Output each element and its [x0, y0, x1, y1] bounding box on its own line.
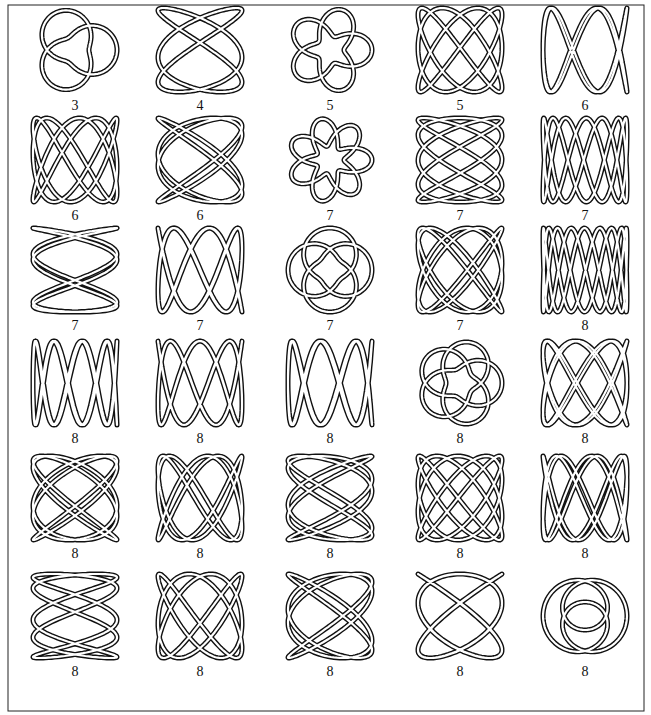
- knot-tube-core: [422, 342, 502, 424]
- knot-tube: [293, 9, 372, 90]
- knot-tube: [543, 456, 627, 540]
- crossing-number: 8: [72, 664, 79, 680]
- knot-tube: [543, 118, 627, 202]
- knot-tube-core: [158, 341, 242, 425]
- knot-tube: [422, 342, 502, 424]
- knot-tube: [158, 341, 242, 425]
- crossing-number: 7: [457, 208, 464, 224]
- crossing-number: 8: [72, 546, 79, 562]
- knot-tube: [158, 118, 242, 202]
- knot-tube-core: [33, 456, 117, 540]
- knot-tube: [543, 228, 627, 312]
- knot-tube: [288, 341, 372, 425]
- knot-tube: [158, 8, 242, 92]
- knot-tube-core: [418, 574, 502, 658]
- knot-tube: [288, 574, 372, 658]
- knot-tube-core: [288, 456, 372, 540]
- knot-tube: [418, 118, 502, 202]
- knot-tube-core: [293, 9, 372, 90]
- knot-tube-core: [33, 574, 117, 658]
- crossing-number: 8: [72, 431, 79, 447]
- knot-tube: [33, 341, 117, 425]
- knot-tube-core: [42, 10, 117, 89]
- knot-tube: [158, 228, 242, 312]
- knot-tube-core: [158, 8, 242, 92]
- crossing-number: 6: [197, 208, 204, 224]
- crossing-number: 8: [582, 664, 589, 680]
- knot-tube-core: [291, 119, 372, 201]
- crossing-number: 8: [327, 546, 334, 562]
- knot-tube: [42, 10, 117, 89]
- crossing-number: 6: [582, 98, 589, 114]
- knot-tube-core: [288, 228, 372, 312]
- frame: [8, 5, 644, 711]
- knot-tube-core: [33, 228, 117, 312]
- crossing-number: 7: [197, 318, 204, 334]
- crossing-number: 7: [582, 208, 589, 224]
- crossing-number: 8: [197, 664, 204, 680]
- knot-tube: [418, 8, 502, 92]
- knot-tube-core: [158, 118, 242, 202]
- knot-tube-core: [33, 118, 117, 202]
- crossing-number: 8: [582, 431, 589, 447]
- crossing-number: 7: [72, 318, 79, 334]
- crossing-number: 8: [457, 546, 464, 562]
- crossing-number: 5: [327, 98, 334, 114]
- knot-tube: [33, 228, 117, 312]
- knot-tube-core: [418, 8, 502, 92]
- knot-tube-core: [543, 228, 627, 312]
- knot-tube-core: [543, 580, 627, 652]
- crossing-number: 8: [327, 664, 334, 680]
- crossing-number: 4: [197, 98, 204, 114]
- knot-tube-core: [158, 574, 242, 658]
- crossing-number: 8: [327, 431, 334, 447]
- knot-tube-core: [33, 341, 117, 425]
- knot-tube: [418, 574, 502, 658]
- knot-tube-core: [158, 228, 242, 312]
- crossing-number: 7: [327, 208, 334, 224]
- knot-tube-core: [288, 574, 372, 658]
- knot-tube-core: [418, 456, 502, 540]
- crossing-number: 7: [327, 318, 334, 334]
- knot-tube-core: [543, 341, 627, 425]
- crossing-number: 8: [457, 664, 464, 680]
- crossing-number: 7: [457, 318, 464, 334]
- knot-tube: [418, 228, 502, 312]
- crossing-number: 8: [197, 546, 204, 562]
- crossing-number: 8: [197, 431, 204, 447]
- knot-tube: [158, 574, 242, 658]
- crossing-number: 8: [457, 431, 464, 447]
- knot-tube: [158, 456, 242, 540]
- knot-tube: [288, 456, 372, 540]
- knot-tube-core: [288, 341, 372, 425]
- knot-tube: [288, 228, 372, 312]
- crossing-number: 5: [457, 98, 464, 114]
- knot-tube: [543, 341, 627, 425]
- knot-tube-core: [543, 456, 627, 540]
- knot-tube: [33, 574, 117, 658]
- knot-tube: [33, 456, 117, 540]
- knot-tube-core: [543, 8, 627, 92]
- crossing-number: 3: [72, 98, 79, 114]
- knot-tube: [418, 456, 502, 540]
- knot-tube-core: [418, 118, 502, 202]
- knot-tube: [291, 119, 372, 201]
- knot-tube-core: [158, 456, 242, 540]
- knot-tube-core: [418, 228, 502, 312]
- knot-tube: [543, 580, 627, 652]
- crossing-number: 6: [72, 208, 79, 224]
- knot-tube-core: [543, 118, 627, 202]
- knot-tube: [543, 8, 627, 92]
- crossing-number: 8: [582, 546, 589, 562]
- knot-tube: [33, 118, 117, 202]
- crossing-number: 8: [582, 318, 589, 334]
